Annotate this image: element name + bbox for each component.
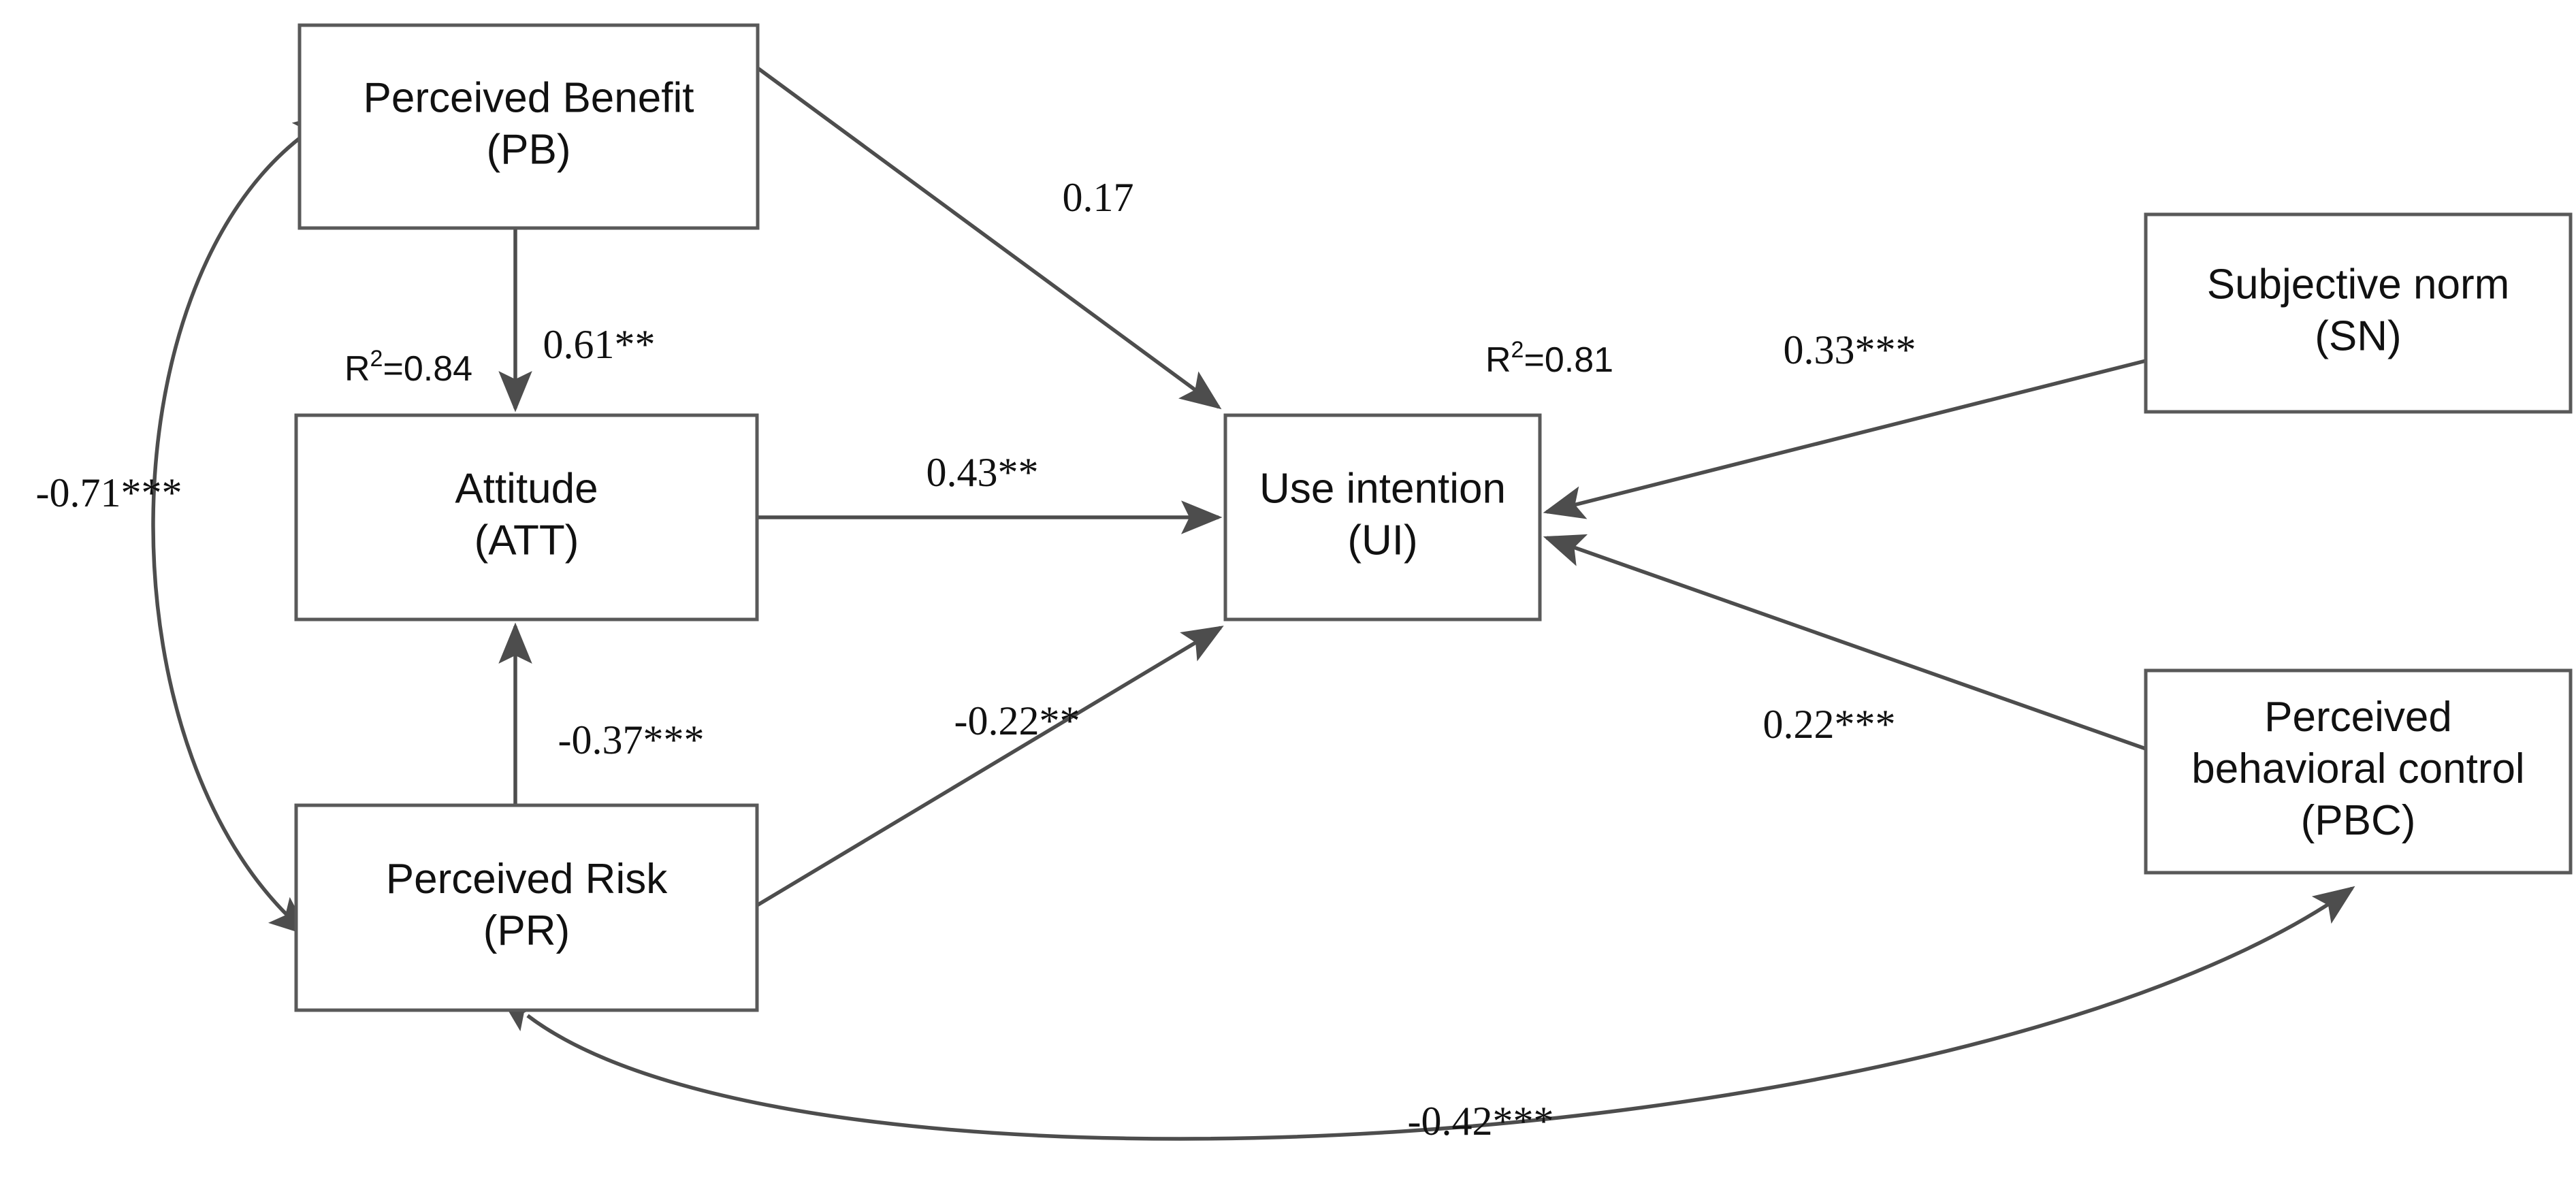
path-pbc-to-ui xyxy=(1543,534,2146,751)
construct-node-sn[interactable]: Subjective norm(SN) xyxy=(2144,212,2573,414)
node-label-pbc-line1: Perceived xyxy=(2264,694,2452,741)
construct-node-pb[interactable]: Perceived Benefit (PB) xyxy=(297,23,760,230)
correlation-pr-pbc-corr xyxy=(498,886,2355,1141)
coefficient-label-pb-to-ui: 0.17 xyxy=(1063,175,1134,220)
node-box-att xyxy=(294,413,759,621)
r-squared-label-layer: R2=0.84 R2=0.81 xyxy=(344,337,1613,389)
coefficient-label-sn-to-ui: 0.33*** xyxy=(1784,327,1916,372)
node-label-sn-line1: Subjective norm xyxy=(2207,261,2510,308)
node-label-pbc-line2: behavioral control xyxy=(2191,745,2524,792)
node-box-pbc xyxy=(2144,668,2573,875)
path-pr-to-ui xyxy=(756,626,1224,907)
correlation-pb-pr-corr xyxy=(151,111,335,937)
construct-node-att[interactable]: Attitude (ATT) xyxy=(294,413,759,621)
correlation-arrow-layer xyxy=(151,111,2355,1141)
path-pb-to-ui xyxy=(756,66,1222,410)
node-box-pb xyxy=(297,23,760,230)
coefficient-label-pb-pr-corr: -0.71*** xyxy=(36,470,182,515)
coefficient-label-pr-pbc-corr: -0.42*** xyxy=(1408,1099,1554,1144)
node-label-ui-line1: Use intention xyxy=(1259,465,1506,512)
r-squared-label-att: R2=0.84 xyxy=(344,346,472,389)
construct-node-pr[interactable]: Perceived Risk(PR) xyxy=(294,803,759,1012)
coefficient-label-att-to-ui: 0.43** xyxy=(927,450,1039,495)
path-sn-to-ui xyxy=(1543,359,2146,519)
node-label-pr-line2: (PR) xyxy=(483,907,570,954)
node-label-ui-line2: (UI) xyxy=(1347,517,1417,564)
construct-node-layer: Perceived Benefit (PB) Attitude (ATT) Percei… xyxy=(294,23,2573,1012)
node-label-pb-line1: Perceived Benefit xyxy=(364,74,694,121)
path-arrow-layer xyxy=(498,66,2146,907)
node-label-att-line1: Attitude xyxy=(455,465,598,512)
coefficient-label-pb-to-att: 0.61** xyxy=(543,322,656,367)
node-box-sn xyxy=(2144,212,2573,414)
coefficient-label-pr-to-att: -0.37*** xyxy=(558,717,705,762)
node-label-pbc-line3: (PBC) xyxy=(2301,797,2416,844)
node-label-pb-line2: (PB) xyxy=(487,126,571,173)
node-box-ui xyxy=(1223,413,1542,621)
node-label-sn-line2: (SN) xyxy=(2315,312,2401,359)
coefficient-label-pr-to-ui: -0.22** xyxy=(954,698,1080,743)
node-label-att-line2: (ATT) xyxy=(474,517,579,564)
coefficient-label-pbc-to-ui: 0.22*** xyxy=(1763,702,1896,747)
construct-node-ui[interactable]: Use intention (UI) xyxy=(1223,413,1542,621)
r-squared-label-ui: R2=0.81 xyxy=(1485,337,1613,380)
node-label-pr-line1: Perceived Risk xyxy=(386,856,668,903)
node-box-pr xyxy=(294,803,759,1012)
path-coefficient-label-layer: 0.61** 0.17 0.43** -0.37*** -0.22** 0.33*** 0.… xyxy=(36,175,1916,1144)
